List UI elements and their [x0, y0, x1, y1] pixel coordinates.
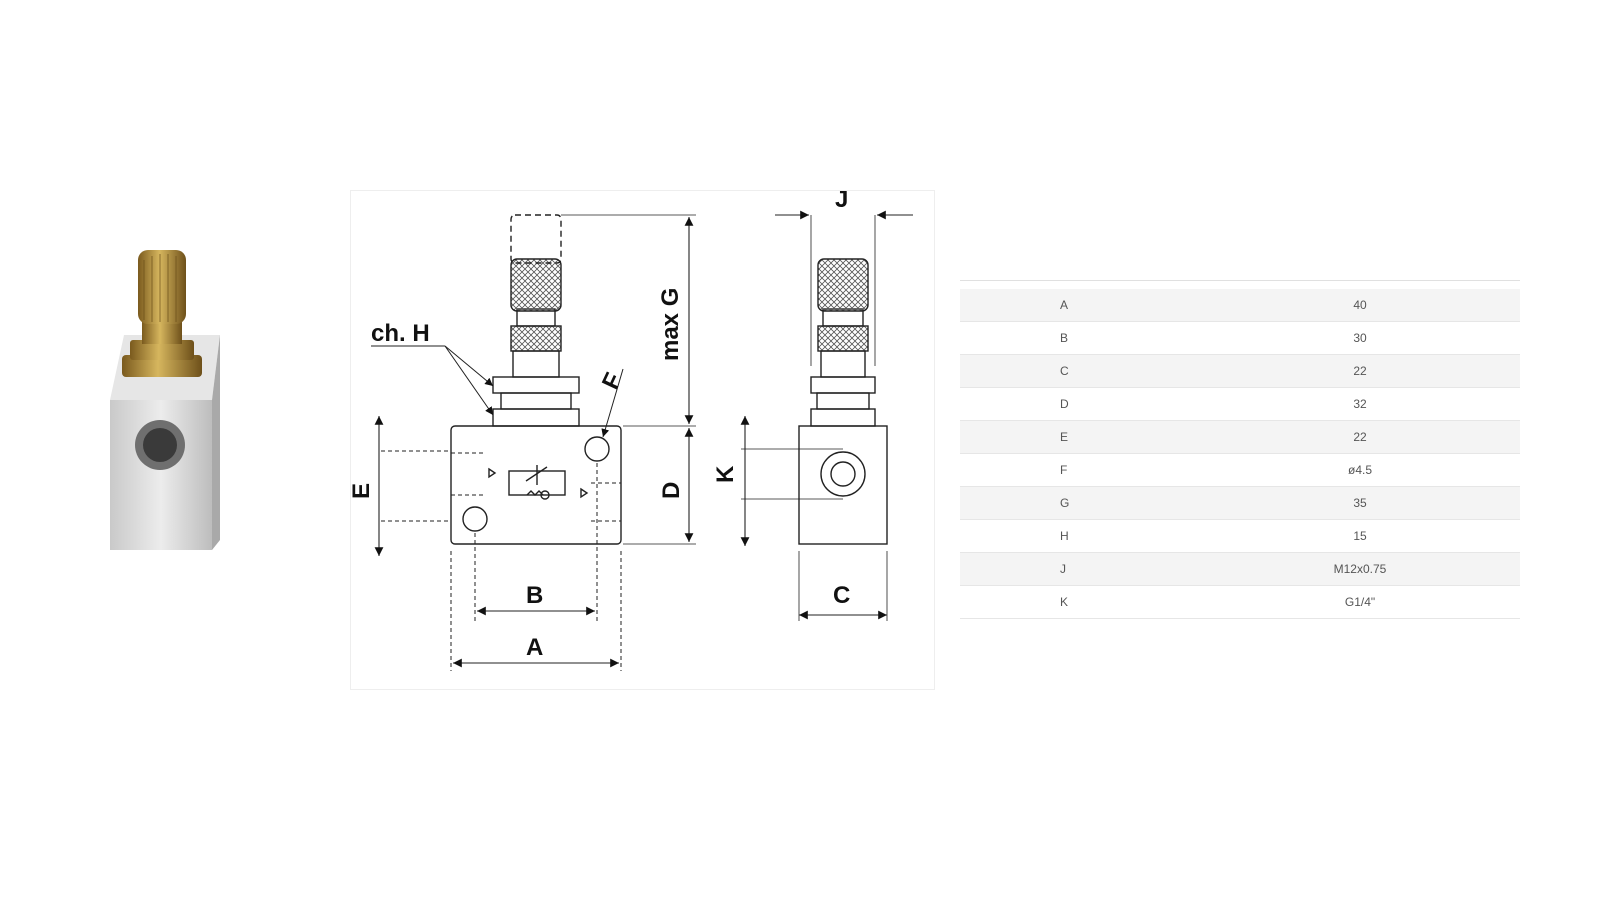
- spec-key: A: [1060, 298, 1069, 312]
- spec-value: ø4.5: [1347, 463, 1372, 477]
- table-row: K G1/4": [960, 586, 1520, 619]
- label-h: ch. H: [371, 320, 430, 347]
- specs-table-header: [960, 281, 1520, 289]
- spec-key: C: [1060, 364, 1069, 378]
- spec-key: K: [1060, 595, 1069, 609]
- dimension-drawing: ch. H max G D E F B A C J K: [350, 190, 935, 690]
- spec-value: 22: [1353, 430, 1367, 444]
- label-b: B: [526, 582, 543, 609]
- table-row: B 30: [960, 322, 1520, 355]
- valve-body-front: [450, 425, 622, 545]
- label-a: A: [526, 634, 543, 661]
- table-row: G 35: [960, 487, 1520, 520]
- spec-value: G1/4": [1344, 595, 1376, 609]
- label-f: F: [597, 369, 628, 394]
- spec-key: D: [1060, 397, 1069, 411]
- spec-value: M12x0.75: [1333, 562, 1387, 576]
- label-e: E: [351, 483, 375, 499]
- spec-value: 40: [1353, 298, 1367, 312]
- label-j: J: [835, 191, 848, 213]
- spec-key: H: [1060, 529, 1069, 543]
- table-row: D 32: [960, 388, 1520, 421]
- spec-value: 32: [1353, 397, 1367, 411]
- product-photo: [100, 240, 230, 570]
- spec-key: F: [1060, 463, 1068, 477]
- table-row: E 22: [960, 421, 1520, 454]
- spec-key: J: [1060, 562, 1066, 576]
- spec-value: 15: [1353, 529, 1367, 543]
- label-g: max G: [657, 288, 684, 361]
- spec-value: 22: [1353, 364, 1367, 378]
- label-k: K: [712, 465, 739, 483]
- spec-value: 35: [1353, 496, 1367, 510]
- label-d: D: [658, 482, 685, 499]
- spec-key: E: [1060, 430, 1069, 444]
- table-row: H 15: [960, 520, 1520, 553]
- valve-body-side: [798, 425, 888, 545]
- table-row: C 22: [960, 355, 1520, 388]
- table-row: J M12x0.75: [960, 553, 1520, 586]
- label-c: C: [833, 582, 850, 609]
- spec-key: G: [1060, 496, 1070, 510]
- spec-key: B: [1060, 331, 1069, 345]
- table-row: A 40: [960, 289, 1520, 322]
- spec-value: 30: [1353, 331, 1367, 345]
